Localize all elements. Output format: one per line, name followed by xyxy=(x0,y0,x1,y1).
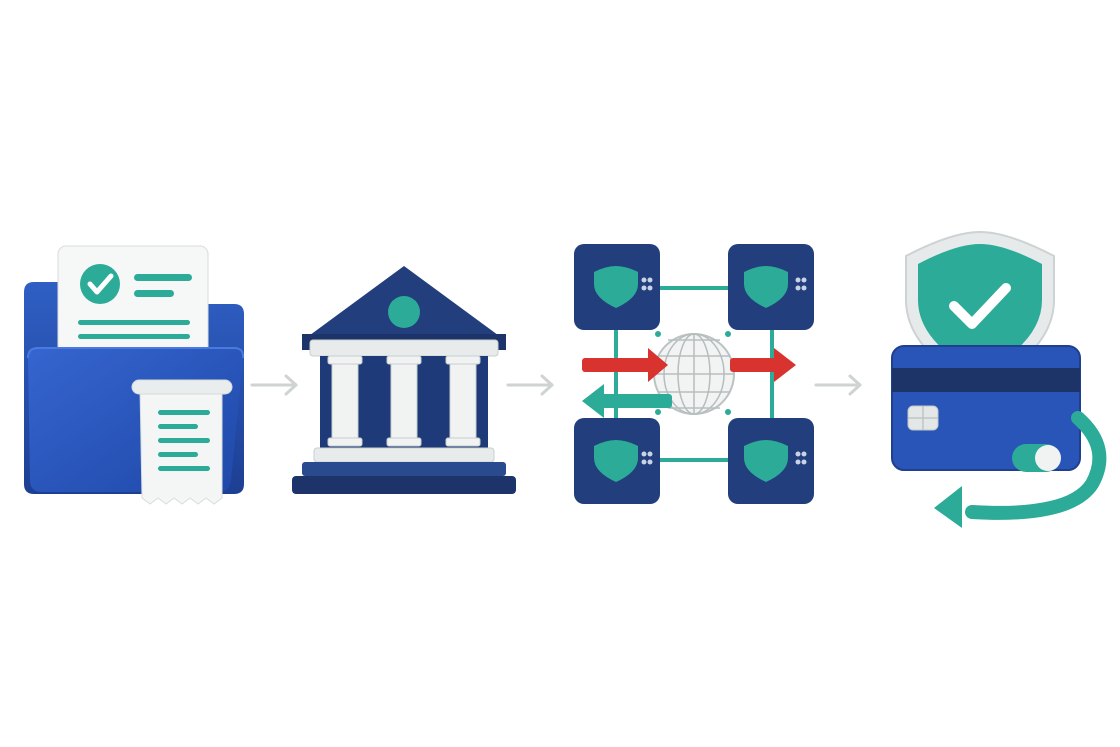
blockchain-network-icon xyxy=(570,238,818,510)
secure-card-refund-icon xyxy=(888,228,1114,528)
arrow-right-icon xyxy=(250,370,302,400)
arrow-right-icon xyxy=(814,370,866,400)
document-folder-icon xyxy=(18,240,248,520)
bank-icon xyxy=(288,262,520,502)
arrow-right-icon xyxy=(506,370,558,400)
